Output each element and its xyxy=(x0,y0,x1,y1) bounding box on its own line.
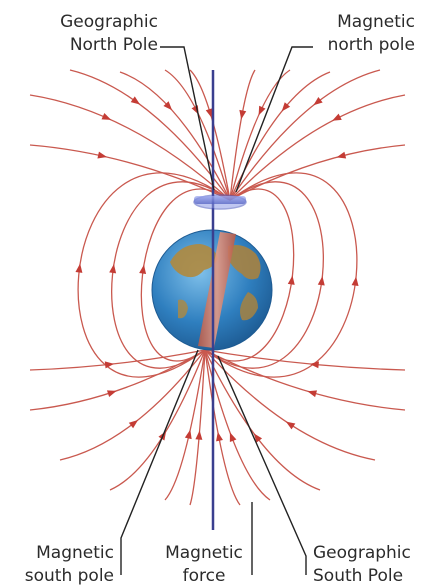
label-line: force xyxy=(182,566,226,586)
field-arrows xyxy=(75,96,359,443)
field-arrow xyxy=(106,390,117,397)
field-line xyxy=(119,71,231,201)
leader-lines xyxy=(120,46,313,575)
field-line xyxy=(204,172,358,378)
field-line xyxy=(111,181,231,369)
field-arrow xyxy=(307,390,318,398)
field-line xyxy=(189,349,206,506)
field-line xyxy=(229,69,381,201)
label-magnetic-south-pole: Magnetic south pole xyxy=(10,542,114,588)
label-line: North Pole xyxy=(69,35,158,55)
field-line xyxy=(204,349,376,461)
field-arrow xyxy=(332,113,342,121)
field-arrow xyxy=(109,263,117,274)
bar-magnet-icon xyxy=(198,232,236,348)
field-line xyxy=(29,94,231,201)
field-arrow xyxy=(139,264,147,275)
field-line xyxy=(140,188,231,362)
field-arrow xyxy=(104,361,115,369)
leader-geographic-south xyxy=(217,355,307,575)
field-line xyxy=(109,349,206,491)
field-arrow xyxy=(75,263,83,273)
field-line xyxy=(164,349,206,501)
field-line xyxy=(29,144,231,201)
label-line: south pole xyxy=(24,566,114,586)
field-arrow xyxy=(239,109,247,120)
field-arrow xyxy=(317,276,325,286)
field-arrow xyxy=(285,421,296,430)
field-line xyxy=(204,349,271,501)
field-line xyxy=(29,349,206,371)
field-arrow xyxy=(128,419,139,429)
label-line: Geographic xyxy=(313,543,411,563)
field-arrow xyxy=(130,96,141,105)
label-line: Magnetic xyxy=(36,543,114,563)
field-line xyxy=(204,188,295,362)
field-arrow xyxy=(351,276,359,286)
field-line xyxy=(204,349,406,371)
field-arrow xyxy=(287,275,295,285)
field-line xyxy=(204,349,321,491)
field-arrow xyxy=(101,113,112,120)
field-arrow xyxy=(195,430,203,440)
field-arrow xyxy=(229,432,237,443)
field-arrow xyxy=(336,151,347,159)
field-line xyxy=(29,349,206,411)
field-arrow xyxy=(205,108,213,118)
field-arrow xyxy=(313,96,323,106)
field-line xyxy=(77,172,231,378)
leader-geographic-north xyxy=(160,46,215,191)
label-line: Geographic xyxy=(60,12,158,32)
field-arrow xyxy=(309,361,319,369)
field-line xyxy=(204,349,406,411)
leader-magnetic-north xyxy=(235,46,313,193)
label-magnetic-north-pole: Magnetic north pole xyxy=(300,11,415,57)
field-arrow xyxy=(163,101,173,111)
field-arrow xyxy=(258,105,266,116)
label-geographic-south-pole: Geographic South Pole xyxy=(313,542,431,588)
field-arrow xyxy=(184,429,192,440)
label-line: north pole xyxy=(327,35,415,55)
field-line xyxy=(229,69,256,201)
north-pole-ring-icon xyxy=(193,194,247,210)
field-arrow xyxy=(281,102,291,112)
field-line xyxy=(204,181,324,369)
field-line xyxy=(229,94,406,201)
label-magnetic-force: Magnetic force xyxy=(156,542,252,588)
label-line: Magnetic xyxy=(337,12,415,32)
label-line: South Pole xyxy=(313,566,404,586)
leader-magnetic-south xyxy=(120,349,199,575)
field-arrow xyxy=(216,431,223,442)
field-arrow xyxy=(97,151,107,159)
field-line xyxy=(229,144,406,201)
label-geographic-north-pole: Geographic North Pole xyxy=(30,11,158,57)
label-line: Magnetic xyxy=(165,543,243,563)
field-line xyxy=(204,349,241,506)
